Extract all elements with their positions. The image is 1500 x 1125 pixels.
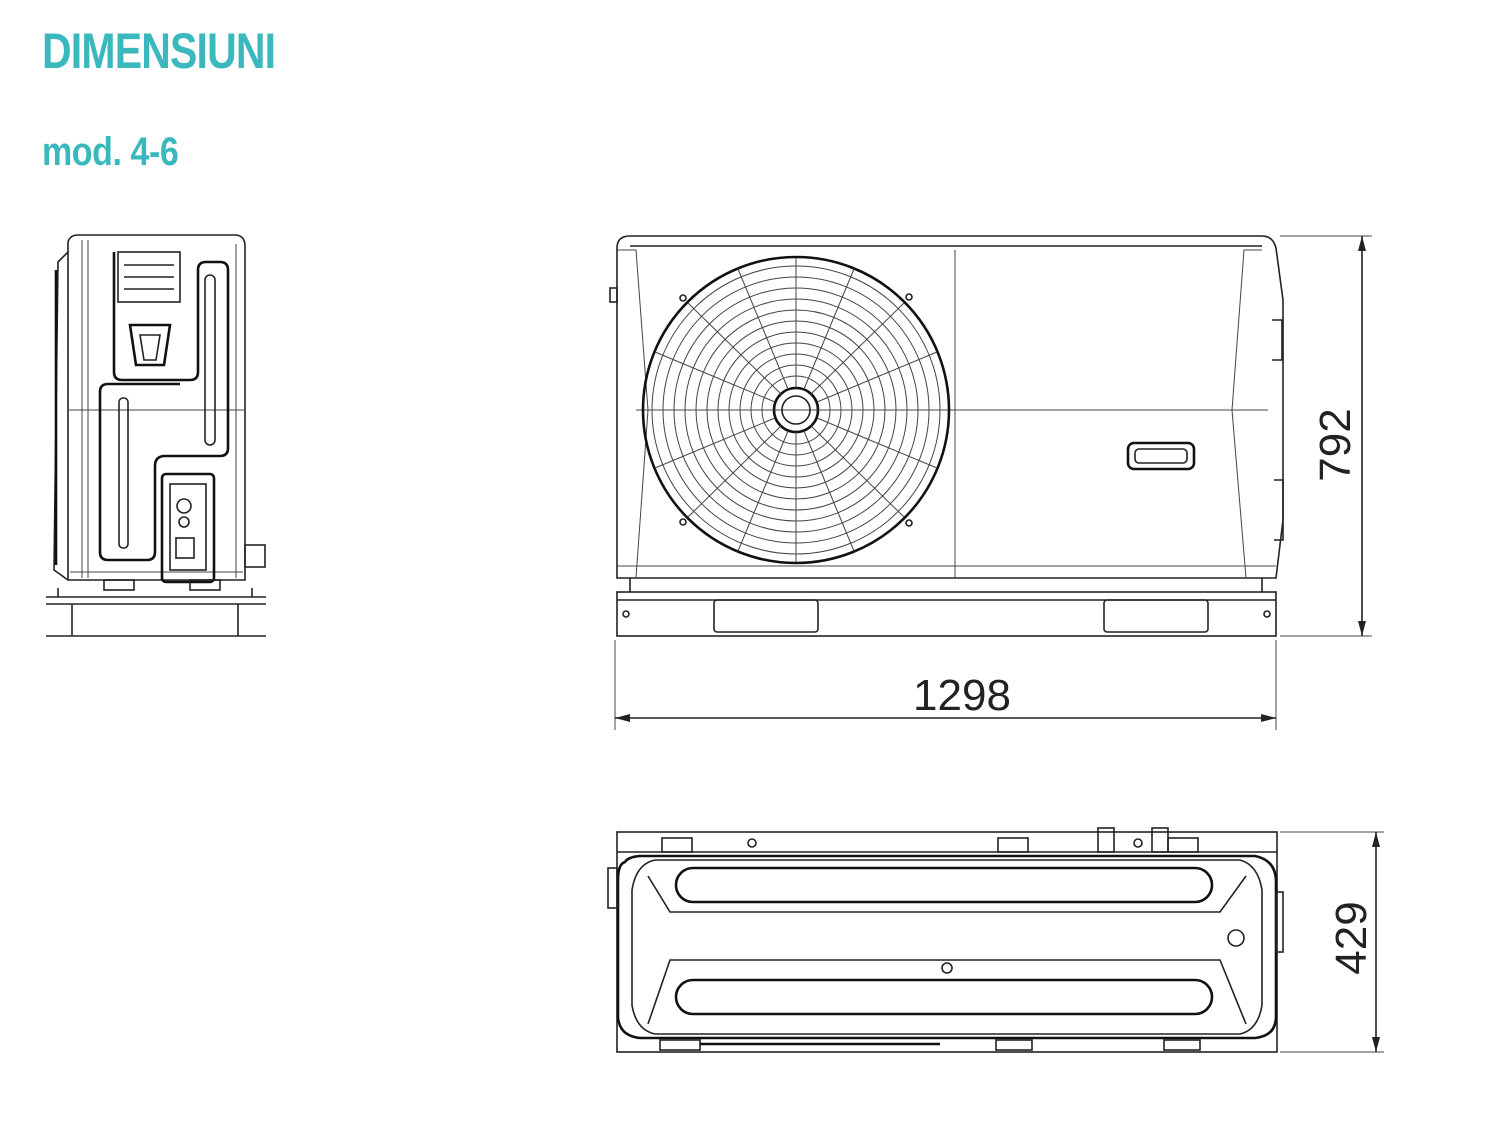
- width-dimension: 1298: [913, 671, 1011, 720]
- side-view: [46, 234, 266, 637]
- depth-dimension: 429: [1327, 901, 1376, 974]
- height-dimension: 792: [1311, 408, 1360, 481]
- model-label: mod. 4-6: [42, 130, 179, 174]
- fan-spokes: [644, 258, 948, 562]
- front-view: [609, 235, 1284, 637]
- dimension-lines: [614, 235, 1384, 1053]
- page-title: DIMENSIUNI: [42, 23, 276, 79]
- top-view: [607, 827, 1284, 1053]
